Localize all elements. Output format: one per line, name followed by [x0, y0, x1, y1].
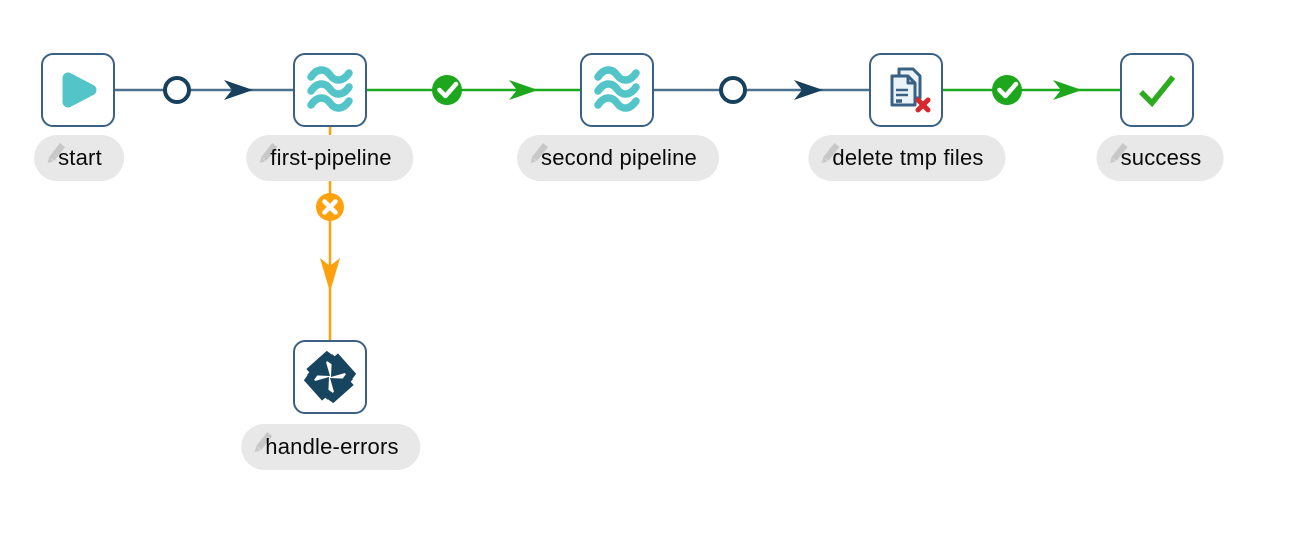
action-label-text: start — [58, 145, 102, 170]
success-check-badge-icon[interactable] — [432, 75, 462, 105]
action-label-text: second pipeline — [541, 145, 697, 170]
cycle-arrows-icon — [303, 350, 357, 404]
action-start[interactable] — [41, 53, 115, 127]
delete-files-icon — [890, 67, 931, 113]
arrowhead-icon — [320, 258, 340, 292]
success-check-icon — [1139, 75, 1176, 108]
action-delete-tmp-files[interactable] — [869, 53, 943, 127]
play-icon — [62, 72, 97, 108]
action-label-handle-errors[interactable]: handle-errors — [241, 424, 421, 470]
hop-first-pipeline-second-pipeline[interactable] — [367, 75, 580, 105]
hop-second-pipeline-delete-tmp-files[interactable] — [654, 76, 869, 104]
action-success[interactable] — [1120, 53, 1194, 127]
action-first-pipeline[interactable] — [293, 53, 367, 127]
edit-pencil-icon — [821, 143, 840, 163]
action-label-first-pipeline[interactable]: first-pipeline — [246, 135, 414, 181]
hop-delete-tmp-files-success[interactable] — [943, 75, 1120, 105]
edit-pencil-icon — [530, 143, 549, 163]
action-label-second-pipeline[interactable]: second pipeline — [517, 135, 719, 181]
hop-start-first-pipeline[interactable] — [115, 76, 293, 104]
action-label-start[interactable]: start — [34, 135, 124, 181]
failure-x-badge-icon[interactable] — [316, 193, 344, 221]
edit-pencil-icon — [259, 143, 278, 163]
arrowhead-icon — [509, 80, 538, 100]
edit-pencil-icon — [47, 143, 66, 163]
action-label-text: handle-errors — [265, 434, 399, 459]
arrowhead-icon — [224, 80, 253, 100]
success-check-badge-icon[interactable] — [992, 75, 1022, 105]
action-label-text: success — [1120, 145, 1202, 170]
action-label-success[interactable]: success — [1096, 135, 1224, 181]
action-label-text: delete tmp files — [832, 145, 984, 170]
unconditional-circle-icon[interactable] — [163, 76, 191, 104]
pipeline-waves-icon — [594, 66, 640, 112]
action-second-pipeline[interactable] — [580, 53, 654, 127]
edit-pencil-icon — [254, 432, 273, 452]
red-x-icon — [915, 97, 931, 113]
edit-pencil-icon — [1110, 143, 1128, 163]
unconditional-circle-icon[interactable] — [719, 76, 747, 104]
action-label-text: first-pipeline — [270, 145, 392, 170]
arrowhead-icon — [1053, 80, 1082, 100]
action-label-delete-tmp-files[interactable]: delete tmp files — [808, 135, 1006, 181]
arrowhead-icon — [794, 80, 823, 100]
pipeline-waves-icon — [307, 66, 353, 112]
action-handle-errors[interactable] — [293, 340, 367, 414]
